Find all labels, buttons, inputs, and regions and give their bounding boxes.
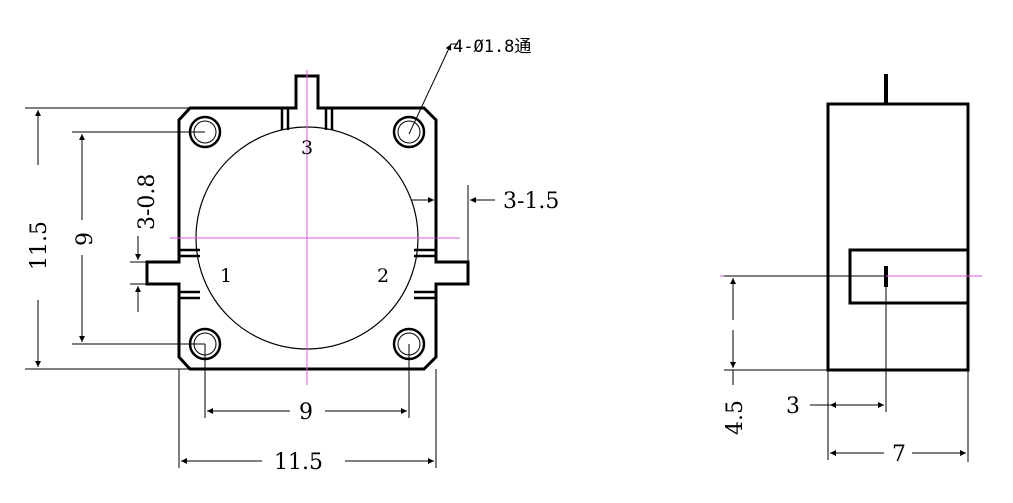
dim-side-tab-offset-label: 3 — [786, 394, 800, 419]
port-slots — [179, 108, 436, 300]
dim-tab-length — [412, 185, 495, 262]
side-view: 4.5 3 7 — [720, 74, 982, 467]
dim-side-width-label: 7 — [892, 442, 906, 467]
dim-overall-width — [178, 369, 437, 468]
dim-overall-width-label: 11.5 — [274, 450, 323, 475]
hole-note-leader — [408, 43, 458, 135]
dim-overall-height-label: 11.5 — [27, 221, 52, 270]
dim-tab-width — [130, 236, 147, 312]
port-label-3: 3 — [301, 137, 313, 159]
port-label-2: 2 — [377, 265, 389, 287]
dim-side-width — [830, 370, 969, 462]
front-centerlines — [170, 70, 460, 385]
dim-side-tab-offset — [810, 287, 887, 460]
dim-tab-length-label: 3-1.5 — [503, 189, 559, 214]
dim-side-tab-height-label: 4.5 — [723, 400, 748, 435]
dim-overall-height — [25, 107, 190, 370]
dim-tab-width-label: 3-0.8 — [135, 174, 160, 230]
mounting-holes — [188, 115, 426, 361]
dim-hole-spacing-horizontal-label: 9 — [299, 400, 313, 425]
side-body — [826, 102, 970, 372]
hole-note: 4-Ø1.8通 — [453, 37, 531, 57]
port-label-1: 1 — [220, 265, 232, 287]
dim-hole-spacing-vertical-label: 9 — [73, 232, 98, 246]
dim-hole-spacing-horizontal — [204, 344, 410, 418]
front-body-outline — [145, 74, 470, 371]
dim-side-tab-height — [724, 275, 886, 385]
dim-hole-spacing-vertical — [72, 131, 205, 345]
front-view: 3 1 2 4-Ø1.8通 11.5 9 — [25, 37, 559, 475]
